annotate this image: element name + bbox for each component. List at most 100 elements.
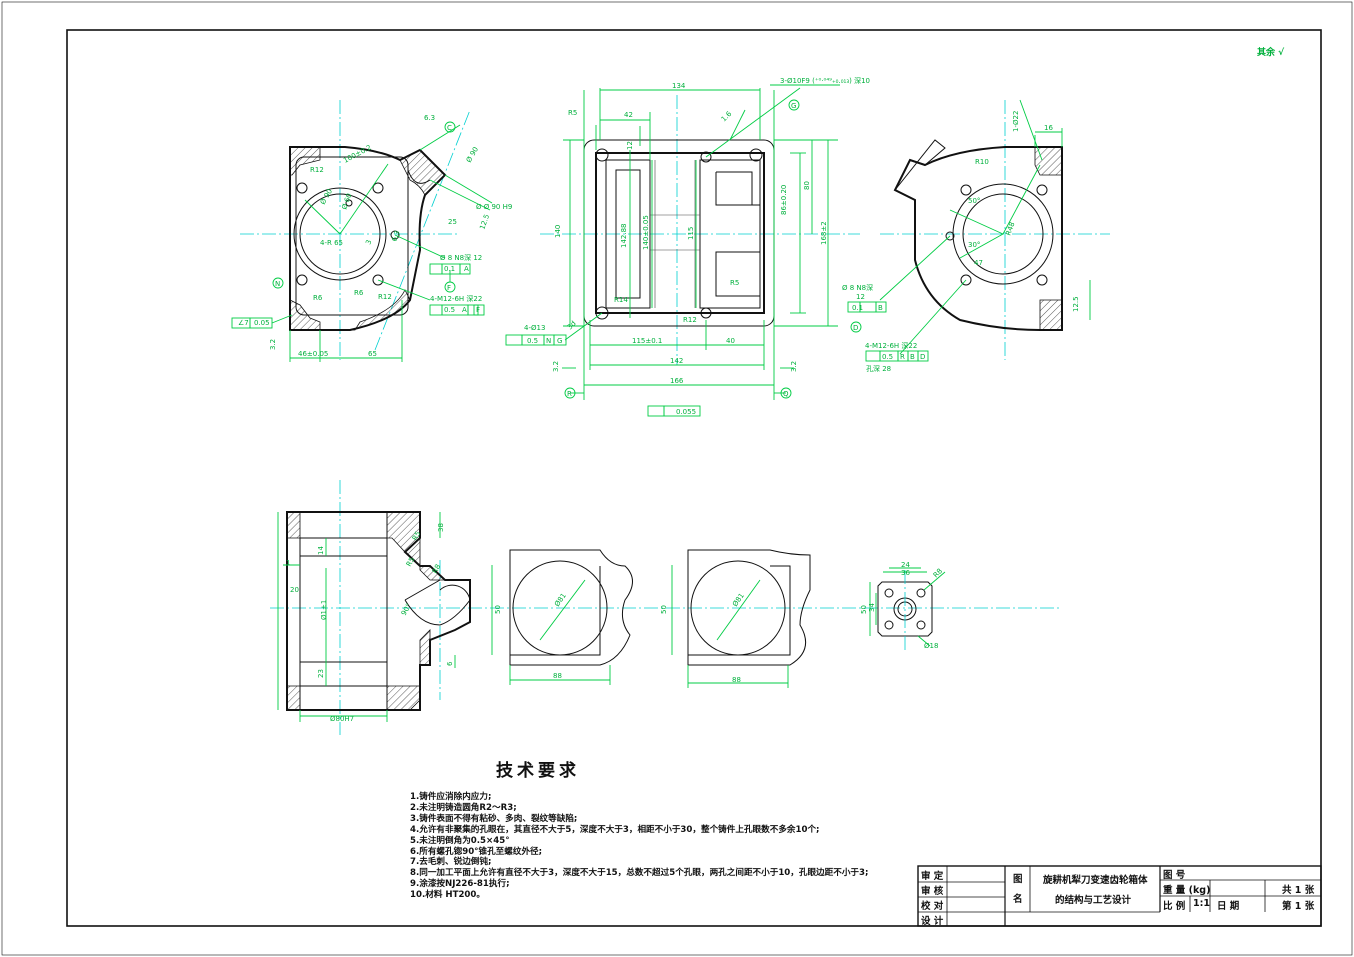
- svg-text:R: R: [900, 353, 905, 361]
- requirement-item: 5.未注明倒角为0.5×45°: [410, 835, 510, 846]
- right-view: 1-Ø22 16 R10 50° 30° 47 R48 Ø 8 N8深 12 0…: [842, 99, 1110, 373]
- svg-text:F: F: [476, 306, 480, 314]
- svg-text:1.6: 1.6: [720, 109, 734, 123]
- title-block-approve-label: 审 定: [921, 871, 944, 882]
- svg-text:1: 1: [286, 559, 290, 567]
- svg-text:134: 134: [672, 82, 686, 90]
- svg-text:3d: 3d: [566, 319, 578, 331]
- svg-text:R8: R8: [431, 563, 443, 575]
- svg-text:6.3: 6.3: [424, 114, 435, 122]
- svg-text:D: D: [920, 353, 925, 361]
- title-block-scale-value: 1:1: [1193, 898, 1211, 909]
- svg-text:46±0.05: 46±0.05: [298, 350, 328, 358]
- svg-text:D: D: [853, 324, 858, 332]
- svg-text:R6: R6: [354, 289, 364, 297]
- technical-requirements-title: 技术要求: [496, 761, 580, 781]
- svg-text:3.2: 3.2: [269, 339, 277, 350]
- svg-text:80: 80: [803, 181, 811, 190]
- svg-text:A: A: [462, 306, 467, 314]
- requirement-item: 3.铸件表面不得有粘砂、多肉、裂纹等缺陷;: [410, 813, 578, 824]
- requirement-item: 9.涂漆按NJ226-81执行;: [410, 879, 510, 890]
- aux-view-2: Ø81 50 88: [660, 549, 811, 688]
- svg-text:N: N: [546, 337, 551, 345]
- svg-text:0.1: 0.1: [444, 265, 455, 273]
- title-block-drawing-name-line1: 旋耕机犁刀变速齿轮箱体: [1043, 875, 1148, 886]
- sheet-inner-border: [66, 29, 1322, 927]
- svg-text:Ø18: Ø18: [924, 642, 938, 650]
- svg-text:142.88: 142.88: [620, 224, 628, 249]
- title-block-scale-label: 比 例: [1163, 901, 1186, 912]
- flange-view: 24 36 R8 50 34 Ø18: [860, 561, 946, 650]
- svg-text:3: 3: [364, 239, 373, 246]
- svg-text:38: 38: [437, 523, 445, 532]
- title-block-review-label: 审 核: [921, 886, 944, 897]
- svg-text:14: 14: [317, 546, 325, 555]
- requirement-item: 10.材料 HT200。: [410, 890, 485, 901]
- svg-text:R12: R12: [310, 166, 324, 174]
- svg-text:Ø 90: Ø 90: [319, 188, 334, 206]
- svg-text:16: 16: [1044, 124, 1053, 132]
- svg-text:Ø1±1: Ø1±1: [320, 600, 328, 620]
- svg-text:168±2: 168±2: [820, 221, 828, 245]
- svg-text:23: 23: [317, 669, 325, 678]
- title-block-check-label: 校 对: [921, 901, 944, 912]
- svg-text:Ø 90: Ø 90: [465, 146, 480, 164]
- svg-text:20: 20: [290, 586, 299, 594]
- svg-text:C: C: [447, 124, 452, 132]
- svg-text:166: 166: [670, 377, 684, 385]
- svg-text:140±0.05: 140±0.05: [642, 215, 650, 250]
- svg-text:R12: R12: [683, 316, 697, 324]
- svg-text:0.05: 0.05: [254, 319, 270, 327]
- svg-text:115: 115: [687, 227, 695, 240]
- technical-requirements-list: 1.铸件应消除内应力; 2.未注明铸造圆角R2～R3; 3.铸件表面不得有粘砂、…: [410, 792, 868, 901]
- svg-text:142: 142: [670, 357, 683, 365]
- svg-text:42: 42: [624, 111, 633, 119]
- svg-text:88: 88: [553, 672, 562, 680]
- svg-text:B: B: [910, 353, 915, 361]
- svg-text:50°: 50°: [968, 197, 980, 205]
- svg-text:0.5: 0.5: [882, 353, 893, 361]
- svg-text:R10: R10: [975, 158, 989, 166]
- svg-text:4-M12-6H 深22: 4-M12-6H 深22: [865, 341, 917, 350]
- title-block-weight-label: 重 量 (kg): [1163, 885, 1211, 896]
- requirement-item: 2.未注明铸造圆角R2～R3;: [410, 802, 517, 813]
- svg-text:Ø 8 N8深 12: Ø 8 N8深 12: [440, 253, 482, 262]
- title-block-drawing-no-label: 图 号: [1163, 870, 1186, 881]
- svg-text:40: 40: [726, 337, 735, 345]
- svg-text:R12: R12: [378, 293, 392, 301]
- title-block-grid: [917, 865, 1322, 927]
- svg-text:50: 50: [494, 605, 502, 614]
- svg-text:4-R 65: 4-R 65: [320, 239, 343, 247]
- svg-text:50: 50: [860, 605, 868, 614]
- svg-text:G: G: [791, 102, 796, 110]
- title-block-drawing-name-line2: 的结构与工艺设计: [1055, 895, 1132, 906]
- svg-text:A: A: [464, 265, 469, 273]
- svg-text:F: F: [447, 284, 451, 292]
- svg-text:Q: Q: [783, 390, 789, 398]
- requirement-item: 6.所有螺孔锪90°锥孔至螺纹外径;: [410, 846, 543, 857]
- section-view: R5 38 14 20 1 Ø1±1 R5 R8 90° 23 6 Ø80H7: [270, 480, 1060, 735]
- title-block-total-sheets: 共 1 张: [1282, 885, 1315, 896]
- svg-text:47: 47: [974, 259, 983, 267]
- svg-text:24: 24: [901, 561, 910, 569]
- svg-text:86±0.20: 86±0.20: [780, 185, 788, 215]
- svg-text:34: 34: [868, 603, 876, 612]
- svg-text:0.5: 0.5: [444, 306, 455, 314]
- title-block-design-label: 设 计: [921, 916, 944, 927]
- svg-text:6.3: 6.3: [390, 229, 401, 242]
- svg-text:N: N: [275, 280, 280, 288]
- svg-text:3.2: 3.2: [790, 361, 798, 372]
- front-view: 134 42 R5 12 1.6 3-Ø10F9 (⁺⁰·⁰⁴⁹₊₀.₀₁₃) …: [505, 76, 870, 417]
- svg-text:36: 36: [901, 569, 910, 577]
- surface-finish-text: 其余: [1257, 48, 1276, 58]
- requirement-item: 7.去毛刺、锐边倒钝;: [410, 857, 492, 868]
- svg-text:Ø81: Ø81: [731, 592, 746, 608]
- svg-text:孔深 28: 孔深 28: [866, 364, 891, 373]
- svg-text:B: B: [878, 304, 883, 312]
- svg-text:4-Ø13: 4-Ø13: [524, 324, 545, 332]
- svg-text:30°: 30°: [968, 241, 980, 249]
- svg-text:90°: 90°: [400, 602, 413, 617]
- svg-text:0.055: 0.055: [676, 408, 696, 416]
- title-block-date-label: 日 期: [1217, 901, 1240, 912]
